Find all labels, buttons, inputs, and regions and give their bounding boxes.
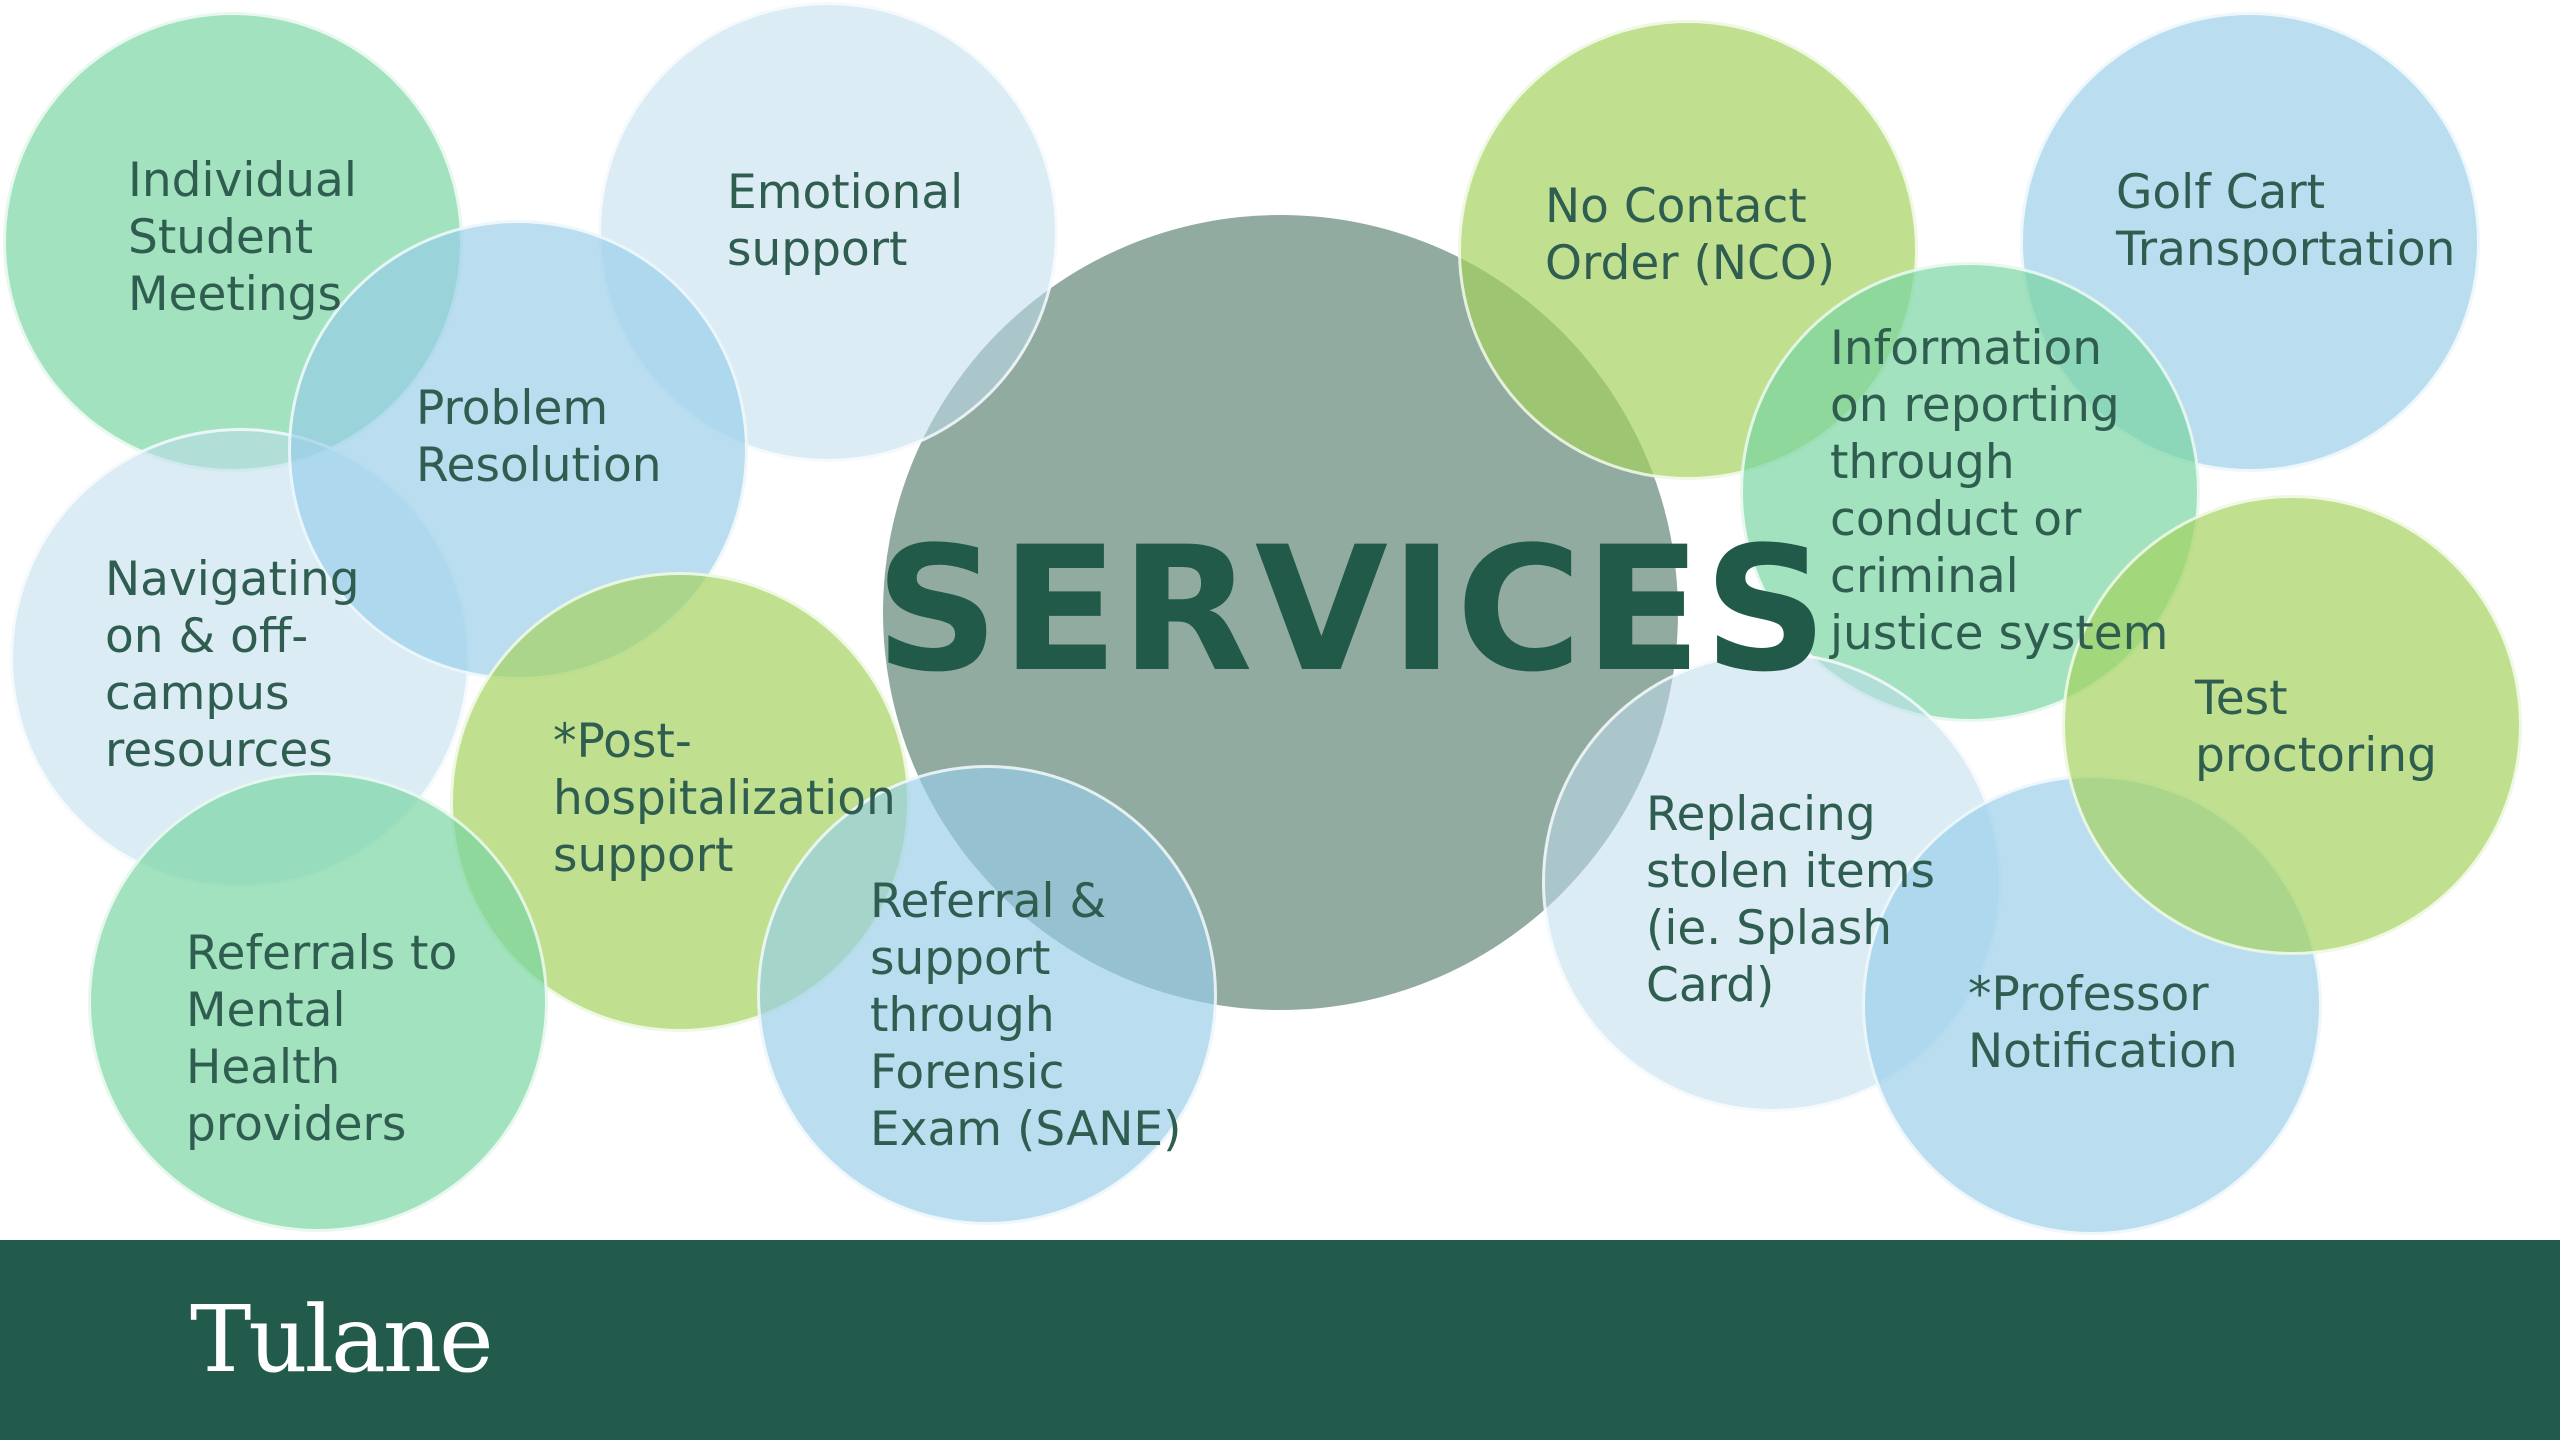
label-post-hospitalization: *Post- hospitalization support — [553, 714, 896, 883]
label-reporting-info: Information on reporting through conduct… — [1830, 321, 2169, 661]
label-stolen-items: Replacing stolen items (ie. Splash Card) — [1646, 787, 1936, 1013]
label-golf-cart: Golf Cart Transportation — [2116, 165, 2456, 277]
label-individual-meetings: Individual Student Meetings — [128, 153, 357, 322]
label-emotional-support: Emotional support — [727, 165, 964, 277]
bubble-mental-health-referrals — [88, 772, 548, 1232]
label-problem-resolution: Problem Resolution — [416, 381, 662, 493]
label-forensic-exam: Referral & support through Forensic Exam… — [870, 874, 1182, 1157]
bubble-forensic-exam — [757, 765, 1217, 1225]
tulane-logo: Tulane — [190, 1286, 494, 1393]
footer-band — [0, 1240, 2560, 1440]
label-navigating-resources: Navigating on & off- campus resources — [105, 552, 360, 778]
label-mental-health-referrals: Referrals to Mental Health providers — [186, 926, 458, 1152]
label-professor-notification: *Professor Notification — [1968, 967, 2238, 1079]
label-test-proctoring: Test proctoring — [2195, 671, 2437, 783]
label-no-contact-order: No Contact Order (NCO) — [1545, 179, 1836, 291]
services-title: SERVICES — [875, 509, 1830, 710]
bubble-test-proctoring — [2062, 495, 2522, 955]
services-diagram: SERVICES Individual Student Meetings Emo… — [3, 2, 2522, 1235]
